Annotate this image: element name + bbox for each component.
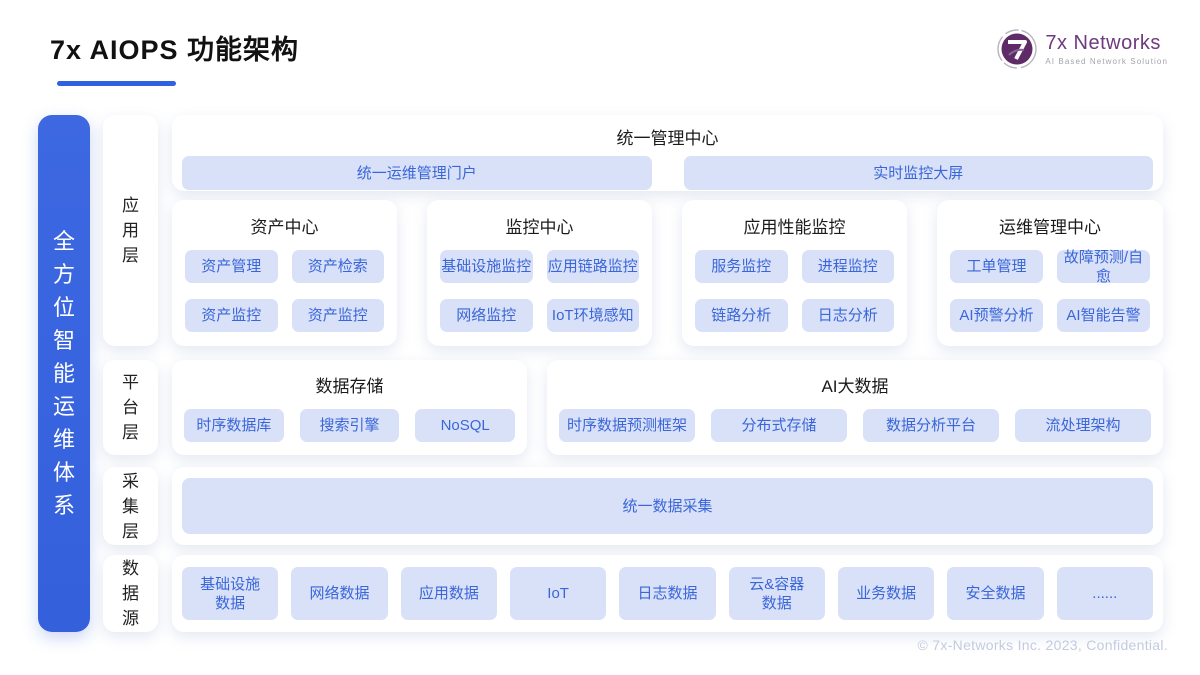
layer-label-collection: 采集层	[103, 467, 158, 545]
asset-center-title: 资产中心	[250, 218, 319, 237]
button-source-application-data[interactable]: 应用数据	[400, 567, 497, 620]
ops-management-card: 运维管理中心 工单管理 故障预测/自愈 AI预警分析 AI智能告警	[937, 200, 1163, 346]
button-service-monitoring[interactable]: 服务监控	[695, 250, 788, 283]
ai-bigdata-title: AI大数据	[821, 377, 889, 396]
side-banner: 全方位智能运维体系	[38, 115, 90, 632]
button-ai-smart-alert[interactable]: AI智能告警	[1057, 299, 1150, 332]
unified-management-title: 统一管理中心	[616, 129, 719, 148]
button-ts-prediction-framework[interactable]: 时序数据预测框架	[559, 409, 695, 442]
unified-management-card: 统一管理中心 统一运维管理门户 实时监控大屏	[172, 115, 1163, 191]
button-log-analysis[interactable]: 日志分析	[801, 299, 894, 332]
page-title: 7x AIOPS 功能架构	[50, 35, 300, 65]
button-timeseries-db[interactable]: 时序数据库	[184, 409, 284, 442]
button-process-monitoring[interactable]: 进程监控	[801, 250, 894, 283]
button-ticket-management[interactable]: 工单管理	[950, 250, 1043, 283]
button-fault-prediction[interactable]: 故障预测/自愈	[1057, 249, 1150, 285]
side-banner-text: 全方位智能运维体系	[52, 229, 75, 518]
logo-7-icon	[997, 29, 1038, 69]
apm-card: 应用性能监控 服务监控 进程监控 链路分析 日志分析	[682, 200, 907, 346]
ai-bigdata-card: AI大数据 时序数据预测框架 分布式存储 数据分析平台 流处理架构	[547, 360, 1163, 455]
layer-label-text: 数据源	[122, 559, 139, 628]
button-ai-warning-analysis[interactable]: AI预警分析	[950, 299, 1043, 332]
button-source-business-data[interactable]: 业务数据	[837, 567, 935, 620]
logo-brand-text: 7x Networks	[1045, 32, 1161, 54]
button-asset-management[interactable]: 资产管理	[185, 250, 278, 283]
button-asset-monitoring-1[interactable]: 资产监控	[185, 299, 278, 332]
layer-label-text: 采集层	[122, 471, 139, 541]
layer-label-text: 平台层	[122, 373, 139, 442]
button-source-iot[interactable]: IoT	[509, 567, 607, 620]
apm-title: 应用性能监控	[743, 218, 846, 237]
button-source-log-data[interactable]: 日志数据	[619, 567, 716, 620]
monitoring-center-card: 监控中心 基础设施监控 应用链路监控 网络监控 IoT环境感知	[427, 200, 652, 346]
button-infrastructure-monitoring[interactable]: 基础设施监控	[440, 250, 533, 283]
data-storage-card: 数据存储 时序数据库 搜索引擎 NoSQL	[172, 360, 527, 455]
layer-label-text: 应用层	[122, 196, 139, 265]
button-asset-search[interactable]: 资产检索	[291, 250, 384, 283]
layer-label-platform: 平台层	[103, 360, 158, 455]
button-source-network-data[interactable]: 网络数据	[291, 567, 388, 620]
monitoring-center-title: 监控中心	[505, 218, 574, 237]
asset-center-card: 资产中心 资产管理 资产检索 资产监控 资产监控	[172, 200, 397, 346]
button-realtime-dashboard[interactable]: 实时监控大屏	[683, 156, 1153, 190]
button-trace-analysis[interactable]: 链路分析	[695, 299, 788, 332]
button-distributed-storage[interactable]: 分布式存储	[711, 409, 847, 442]
button-app-link-monitoring[interactable]: 应用链路监控	[546, 250, 639, 283]
button-asset-monitoring-2[interactable]: 资产监控	[291, 299, 384, 332]
copyright-note: © 7x-Networks Inc. 2023, Confidential.	[917, 637, 1168, 653]
layer-label-datasource: 数据源	[103, 555, 158, 632]
button-data-analysis-platform[interactable]: 数据分析平台	[863, 409, 999, 442]
data-collection-card: 统一数据采集	[172, 467, 1163, 545]
button-iot-environment[interactable]: IoT环境感知	[546, 299, 639, 332]
button-source-infrastructure-data[interactable]: 基础设施 数据	[182, 567, 279, 620]
button-source-more[interactable]: ......	[1056, 567, 1153, 620]
button-source-cloud-container-data[interactable]: 云&容器 数据	[728, 567, 825, 620]
button-nosql[interactable]: NoSQL	[415, 409, 516, 442]
title-underline	[57, 81, 176, 86]
button-search-engine[interactable]: 搜索引擎	[299, 409, 400, 442]
layer-label-application: 应用层	[103, 115, 158, 346]
button-source-security-data[interactable]: 安全数据	[947, 567, 1044, 620]
data-sources-card: 基础设施 数据 网络数据 应用数据 IoT 日志数据 云&容器 数据 业务数据 …	[172, 555, 1163, 632]
logo-tagline: AI Based Network Solution	[1045, 57, 1168, 66]
company-logo: 7x Networks AI Based Network Solution	[996, 28, 1168, 70]
button-stream-processing[interactable]: 流处理架构	[1015, 409, 1151, 442]
button-unified-data-collection[interactable]: 统一数据采集	[182, 478, 1153, 534]
button-ops-portal[interactable]: 统一运维管理门户	[182, 156, 652, 190]
data-storage-title: 数据存储	[315, 377, 384, 396]
ops-management-title: 运维管理中心	[999, 218, 1101, 237]
button-network-monitoring[interactable]: 网络监控	[440, 299, 533, 332]
